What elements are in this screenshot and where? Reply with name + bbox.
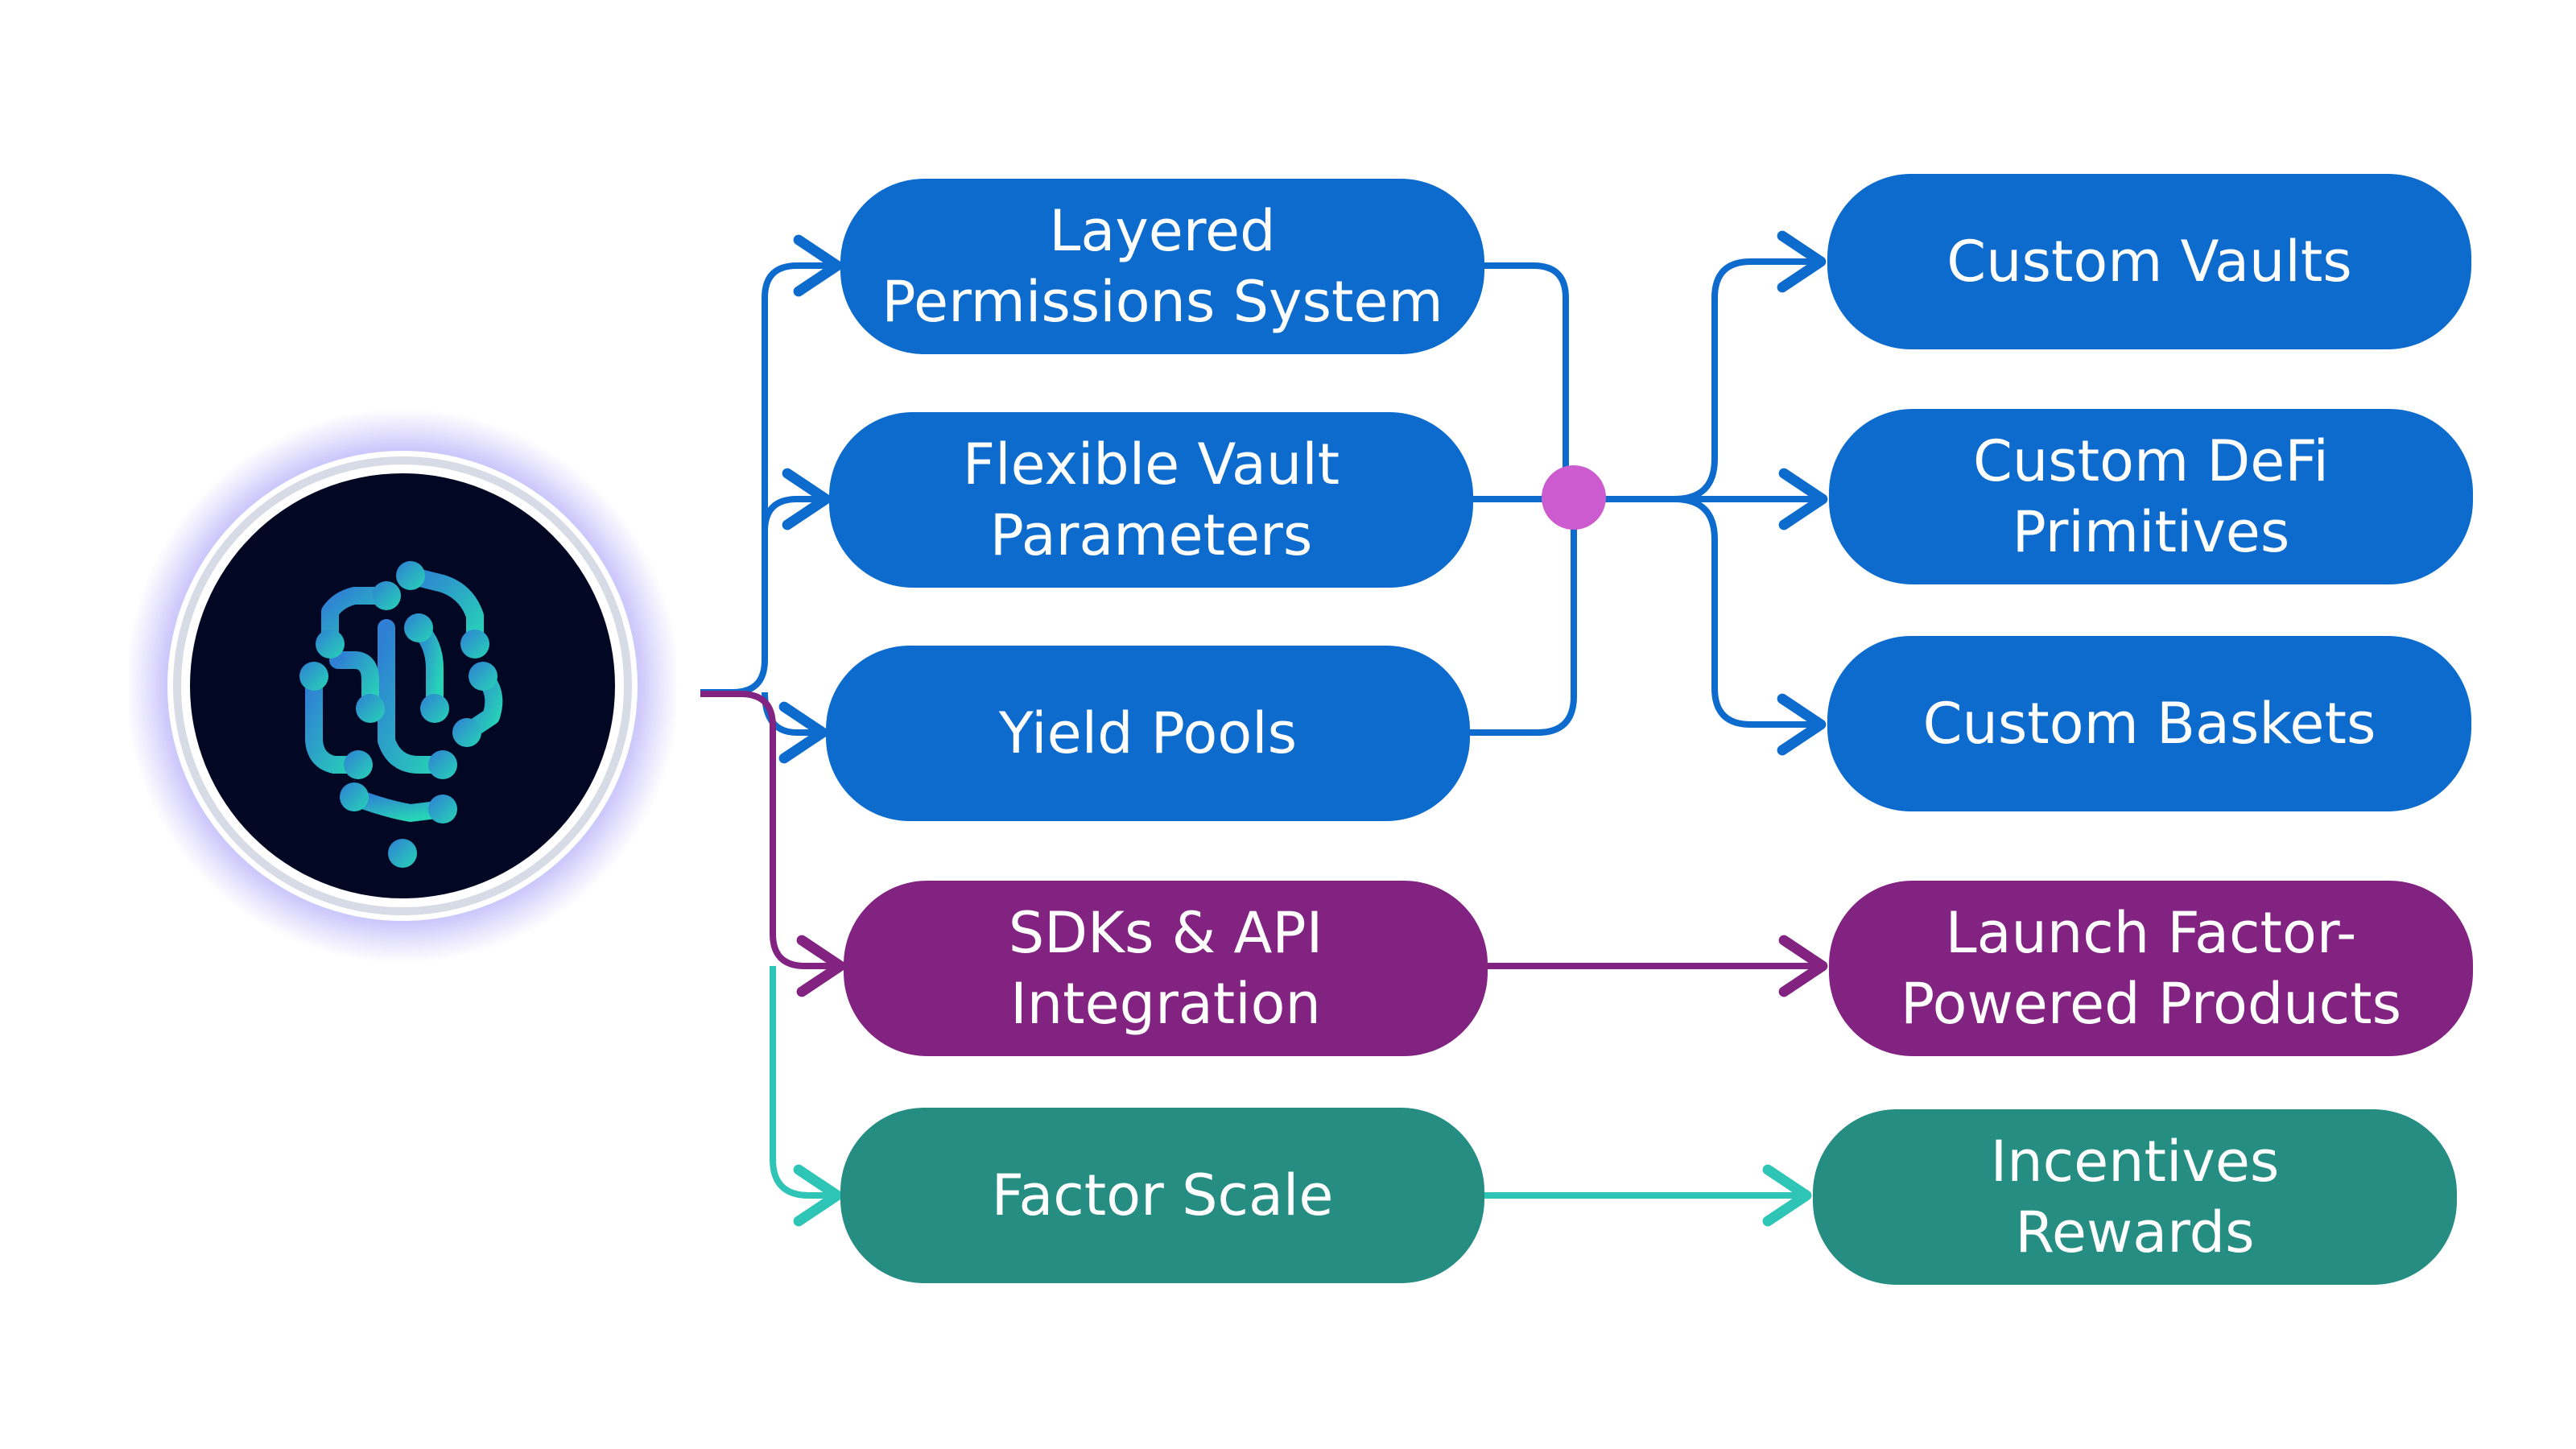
connector-logo-to-sdk xyxy=(700,691,846,997)
junction-dot xyxy=(1542,465,1606,530)
node-label: Custom Baskets xyxy=(1922,691,2376,757)
node-label: Factor Scale xyxy=(991,1162,1334,1228)
connector-yield-to-junction xyxy=(1470,499,1577,736)
connector-logo-to-layered xyxy=(700,234,843,696)
node-label: Yield Pools xyxy=(998,700,1298,766)
connector-junction-to-baskets xyxy=(1674,496,1827,756)
node-flexible-vault-parameters: Flexible Vault Parameters xyxy=(829,412,1473,588)
node-label: Custom Vaults xyxy=(1946,229,2352,295)
connector-logo-to-flexible xyxy=(762,468,832,532)
node-label: Launch Factor- Powered Products xyxy=(1900,900,2402,1037)
node-custom-baskets: Custom Baskets xyxy=(1827,636,2471,811)
node-label: SDKs & API Integration xyxy=(1008,900,1323,1037)
node-label: Layered Permissions System xyxy=(881,198,1443,335)
node-custom-vaults: Custom Vaults xyxy=(1827,174,2471,349)
connector-layered-to-junction xyxy=(1484,262,1569,499)
node-yield-pools: Yield Pools xyxy=(826,646,1470,821)
connector-junction-to-vaults xyxy=(1674,230,1827,502)
node-sdks-api-integration: SDKs & API Integration xyxy=(844,881,1488,1056)
node-factor-scale: Factor Scale xyxy=(840,1108,1484,1283)
node-layered-permissions-system: Layered Permissions System xyxy=(840,179,1484,354)
node-label: Flexible Vault Parameters xyxy=(962,431,1340,568)
node-launch-factor-powered-products: Launch Factor- Powered Products xyxy=(1829,881,2473,1056)
factor-network-logo-icon xyxy=(129,408,676,964)
node-label: Custom DeFi Primitives xyxy=(1972,428,2329,565)
node-label: Incentives Rewards xyxy=(1990,1129,2280,1265)
node-custom-defi-primitives: Custom DeFi Primitives xyxy=(1829,409,2473,584)
connector-logo-to-scale xyxy=(770,966,843,1227)
node-incentives-rewards: Incentives Rewards xyxy=(1813,1109,2457,1285)
